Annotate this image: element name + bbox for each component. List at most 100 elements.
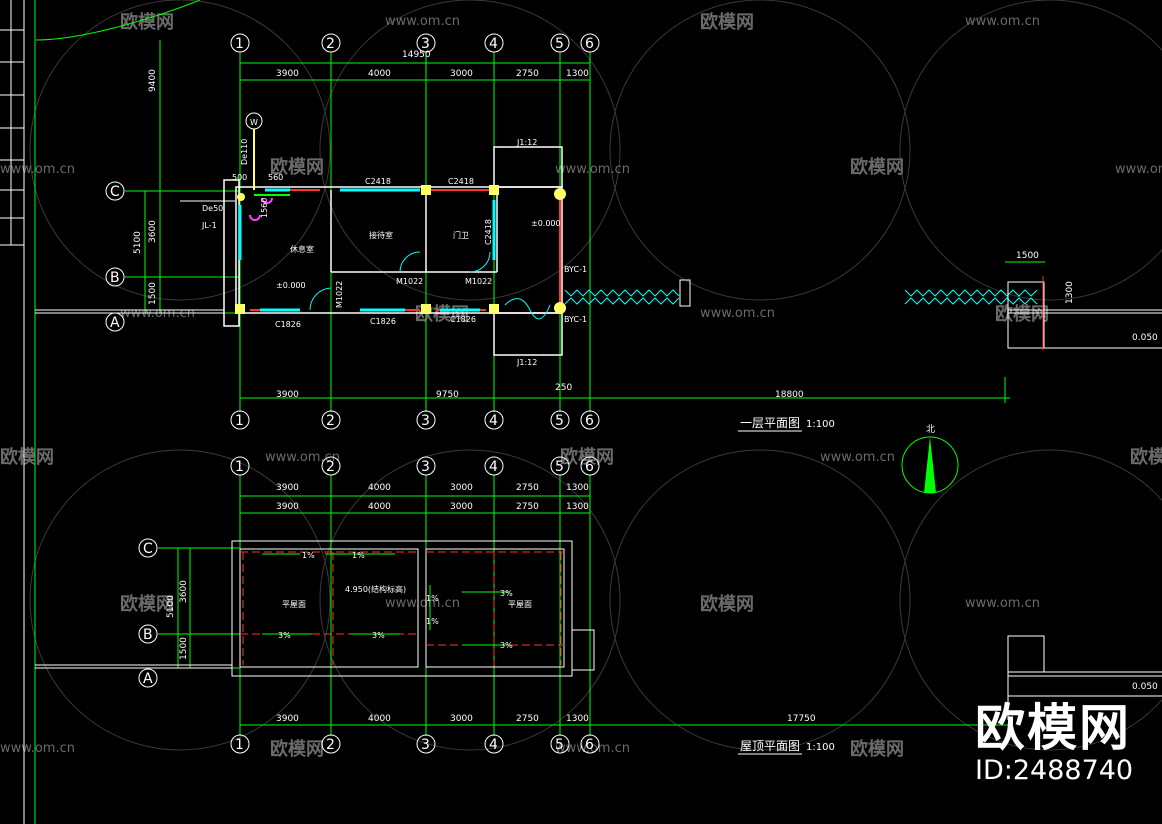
pipe-label: JL-1 xyxy=(201,221,217,230)
pipe-label: De110 xyxy=(240,139,249,165)
roof-dim-a2: 4000 xyxy=(368,483,391,493)
north-label: 北 xyxy=(926,424,935,435)
watermark-url: www.om.cn xyxy=(965,596,1040,611)
roof-note: 平屋面 xyxy=(508,600,532,609)
dim-overall: 14950 xyxy=(402,50,431,60)
axis-label-5: 5 xyxy=(555,459,564,475)
dim-bottom-3: 18800 xyxy=(775,390,804,400)
door-label: M1022 xyxy=(465,277,492,286)
axis-label-2: 2 xyxy=(326,36,335,52)
watermark-url: www.om.cn xyxy=(555,162,630,177)
title-block xyxy=(0,0,201,824)
dim-top-5: 1300 xyxy=(566,69,589,79)
window-label: C1826 xyxy=(275,320,301,329)
axis-label-5: 5 xyxy=(555,737,564,753)
watermark-brand: 欧模网 xyxy=(270,738,324,760)
roof-dim-a5: 1300 xyxy=(566,483,589,493)
axis-label-1: 1 xyxy=(235,36,244,52)
axis-label-c: C xyxy=(110,184,120,200)
axis-label-1: 1 xyxy=(235,459,244,475)
axis-label-c: C xyxy=(143,541,153,557)
axis-bubbles-top xyxy=(230,33,600,53)
axis-label-a: A xyxy=(143,671,153,687)
door-label: M1022 xyxy=(396,277,423,286)
axis-label-b: B xyxy=(143,627,153,643)
axis-label-1: 1 xyxy=(235,413,244,429)
roof-right-level: 0.050 xyxy=(1132,682,1158,692)
dim-top-4: 2750 xyxy=(516,69,539,79)
watermark-brand: 欧模网 xyxy=(120,593,174,615)
room-label: 接待室 xyxy=(369,230,393,240)
watermark-brand: 欧模网 xyxy=(1130,446,1162,468)
pipe-label: 1560 xyxy=(260,198,269,218)
level-label: ±0.000 xyxy=(531,219,561,228)
roof-scale: 1:100 xyxy=(806,742,835,753)
slope-label: 3% xyxy=(278,631,291,640)
roof-dim-bottom: 3000 xyxy=(450,714,473,724)
slope-label: 1% xyxy=(426,617,439,626)
roof-slope-arrows xyxy=(262,553,510,646)
roof-dim-a3: 3000 xyxy=(450,483,473,493)
dim-side-2: 5100 xyxy=(133,231,143,254)
axis-label-4: 4 xyxy=(489,737,498,753)
axis-label-4: 4 xyxy=(489,459,498,475)
axis-label-1: 1 xyxy=(235,737,244,753)
axis-label-4: 4 xyxy=(489,36,498,52)
dim-bottom-1: 3900 xyxy=(276,390,299,400)
axis-bubbles-bottom xyxy=(230,410,600,430)
axis-label-6: 6 xyxy=(585,413,594,429)
watermark-layer xyxy=(29,0,1162,751)
retractable-gate xyxy=(564,279,1038,307)
roof-dim-bottom: 4000 xyxy=(368,714,391,724)
ground-floor-title: 一层平面图 xyxy=(740,416,800,430)
right-elevation xyxy=(1004,261,1162,403)
slope-label: 3% xyxy=(500,589,513,598)
ground-floor-scale: 1:100 xyxy=(806,419,835,430)
watermark-url: www.om.cn xyxy=(0,162,75,177)
watermark-url: www.om.cn xyxy=(265,450,340,465)
ramp-label: J1:12 xyxy=(516,358,537,367)
roof-dim-bottom: 1300 xyxy=(566,714,589,724)
dim-side-4: 1500 xyxy=(148,282,158,305)
pipe-marker: W xyxy=(250,118,258,127)
watermark-brand: 欧模网 xyxy=(700,11,754,33)
axis-label-3: 3 xyxy=(421,459,430,475)
watermark-brand: 欧模网 xyxy=(0,446,54,468)
axis-label-3: 3 xyxy=(421,413,430,429)
roof-axis-bubbles-bottom xyxy=(230,734,600,754)
axis-label-3: 3 xyxy=(421,737,430,753)
watermark-text-layer: 欧模网 www.om.cn 欧模网 www.om.cn www.om.cn 欧模… xyxy=(0,11,1162,760)
gate-label: BYC-1 xyxy=(564,265,587,274)
roof-right-elevation xyxy=(1007,635,1162,720)
window-label: C2418 xyxy=(448,177,474,186)
roof-axis-bubbles-top xyxy=(230,456,600,476)
ground-floor-plan: 1 2 3 4 5 6 1 2 3 4 5 6 C B A 14950 3900… xyxy=(35,33,1162,432)
roof-dim-side: 1500 xyxy=(179,637,189,660)
dim-bottom-small: 250 xyxy=(555,383,572,393)
roof-dim-a4: 2750 xyxy=(516,483,539,493)
brand-id: ID:2488740 xyxy=(975,755,1134,786)
watermark-brand: 欧模网 xyxy=(850,156,904,178)
ground-lines xyxy=(35,309,1162,314)
axis-label-5: 5 xyxy=(555,413,564,429)
right-dim: 1500 xyxy=(1016,251,1039,261)
room-label: 门卫 xyxy=(453,230,469,240)
dim-top-2: 4000 xyxy=(368,69,391,79)
axis-label-6: 6 xyxy=(585,737,594,753)
watermark-brand: 欧模网 xyxy=(270,156,324,178)
watermark-brand: 欧模网 xyxy=(120,11,174,33)
brand-badge: 欧模网 ID:2488740 xyxy=(975,700,1133,786)
axis-label-a: A xyxy=(110,315,120,331)
roof-dim-b2: 4000 xyxy=(368,502,391,512)
axis-label-2: 2 xyxy=(326,737,335,753)
axis-label-5: 5 xyxy=(555,36,564,52)
roof-dim-bottom: 2750 xyxy=(516,714,539,724)
axis-label-2: 2 xyxy=(326,459,335,475)
pipe-label: 500 xyxy=(232,173,247,182)
axis-label-b: B xyxy=(110,270,120,286)
ramp-label: J1:12 xyxy=(516,138,537,147)
window-label: C2418 xyxy=(484,219,493,245)
brand-name: 欧模网 xyxy=(975,699,1131,757)
roof-title: 屋顶平面图 xyxy=(740,739,800,753)
